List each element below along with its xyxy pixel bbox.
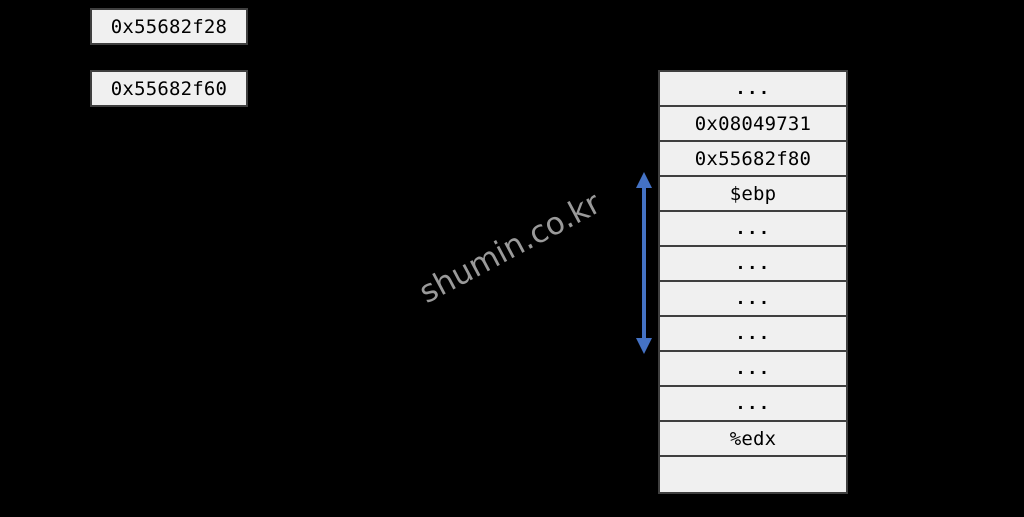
stack-range-double-arrow-icon — [636, 172, 652, 354]
stack-row: ... — [660, 282, 846, 317]
arrow-head-up — [636, 172, 652, 188]
stack-cell-value: ... — [735, 393, 771, 414]
stack-cell-value: ... — [735, 78, 771, 99]
stack-table: ... 0x08049731 0x55682f80 $ebp ... ... .… — [658, 70, 848, 494]
stack-row: ... — [660, 317, 846, 352]
stack-row: ... — [660, 387, 846, 422]
stack-cell-value: ... — [735, 323, 771, 344]
stack-cell-value: ... — [735, 288, 771, 309]
address-box-0: 0x55682f28 — [90, 8, 248, 45]
stack-row: ... — [660, 72, 846, 107]
stack-cell-value: 0x55682f80 — [694, 147, 812, 170]
address-box-1: 0x55682f60 — [90, 70, 248, 107]
stack-row: ... — [660, 352, 846, 387]
stack-row: 0x08049731 — [660, 107, 846, 142]
stack-cell-value: $ebp — [729, 182, 777, 205]
stack-row: $ebp — [660, 177, 846, 212]
stack-cell-value: 0x08049731 — [694, 112, 812, 135]
arrow-head-down — [636, 338, 652, 354]
stack-cell-value: ... — [735, 253, 771, 274]
stack-cell-value: ... — [735, 218, 771, 239]
address-box-1-value: 0x55682f60 — [110, 77, 228, 100]
stack-row — [660, 457, 846, 492]
stack-row: ... — [660, 212, 846, 247]
stack-row: %edx — [660, 422, 846, 457]
address-box-0-value: 0x55682f28 — [110, 15, 228, 38]
stack-row: 0x55682f80 — [660, 142, 846, 177]
stack-row: ... — [660, 247, 846, 282]
stack-cell-value: ... — [735, 358, 771, 379]
watermark: shumin.co.kr — [413, 185, 607, 311]
stack-cell-value: %edx — [729, 427, 777, 450]
